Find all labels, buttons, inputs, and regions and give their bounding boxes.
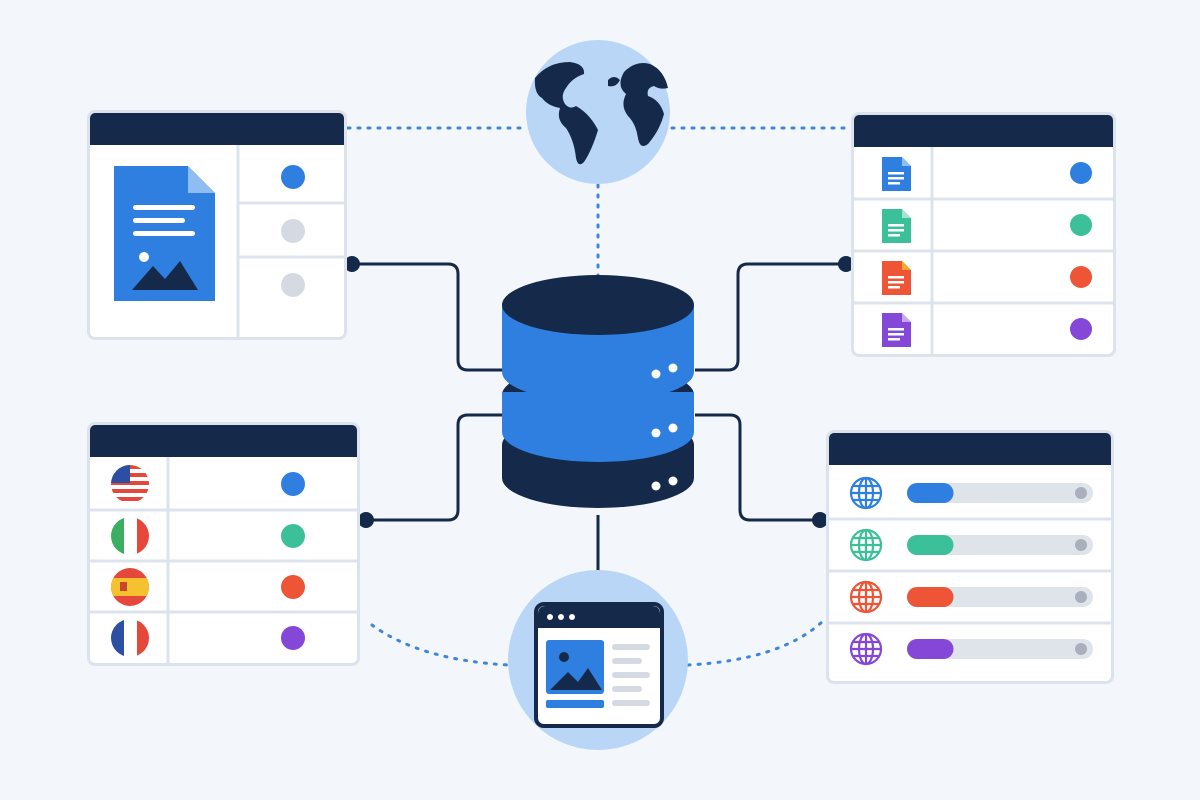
status-dot xyxy=(1070,266,1092,288)
status-dot xyxy=(1070,214,1092,236)
connector-dot xyxy=(358,512,374,528)
document-panel xyxy=(87,110,347,340)
progress-track xyxy=(907,587,1093,607)
progress-fill xyxy=(907,639,954,659)
file-icon xyxy=(882,209,911,243)
region-row xyxy=(849,632,1093,666)
solid-link-top-right xyxy=(695,262,846,372)
regions-panel xyxy=(826,430,1114,684)
dotted-link-bottom-right xyxy=(686,620,824,667)
flag-us-icon xyxy=(111,465,149,503)
globe-icon xyxy=(849,528,883,562)
progress-fill xyxy=(907,587,954,607)
dotted-link-bottom-left xyxy=(370,623,510,667)
connector-dot xyxy=(344,256,360,272)
panel-header xyxy=(90,425,357,457)
progress-end-dot xyxy=(1075,643,1087,655)
status-dot xyxy=(281,524,305,548)
region-row xyxy=(849,476,1093,510)
document-image-icon xyxy=(114,166,215,301)
panel-header xyxy=(854,115,1113,147)
database-icon xyxy=(502,275,694,508)
status-dot xyxy=(281,575,305,599)
panel-header xyxy=(90,113,344,145)
progress-track xyxy=(907,483,1093,503)
status-dot xyxy=(281,273,305,297)
languages-panel-body xyxy=(90,457,357,663)
progress-fill xyxy=(907,535,954,555)
progress-end-dot xyxy=(1075,539,1087,551)
region-row xyxy=(849,580,1093,614)
globe-icon xyxy=(849,580,883,614)
progress-track xyxy=(907,639,1093,659)
progress-end-dot xyxy=(1075,591,1087,603)
flag-italy-icon xyxy=(111,517,149,555)
globe-node xyxy=(526,40,670,184)
status-dot xyxy=(281,626,305,650)
status-dot xyxy=(1070,162,1092,184)
globe-icon xyxy=(849,476,883,510)
webpage-image-icon xyxy=(534,602,664,728)
file-icon xyxy=(882,157,911,191)
status-dot xyxy=(281,219,305,243)
flag-france-icon xyxy=(111,619,149,657)
document-panel-body xyxy=(114,145,344,337)
status-dot xyxy=(281,472,305,496)
files-panel xyxy=(851,112,1116,357)
panel-header xyxy=(829,433,1111,465)
progress-track xyxy=(907,535,1093,555)
status-dot xyxy=(1070,318,1092,340)
globe-icon xyxy=(849,632,883,666)
languages-panel xyxy=(87,422,360,666)
progress-end-dot xyxy=(1075,487,1087,499)
flag-spain-icon xyxy=(111,568,149,606)
connector-dot xyxy=(812,512,828,528)
file-icon xyxy=(882,261,911,295)
globe-icon xyxy=(534,62,668,165)
webpage-node xyxy=(508,570,688,750)
status-dot xyxy=(281,165,305,189)
solid-link-bottom-left xyxy=(366,413,502,522)
files-panel-body xyxy=(854,147,1113,354)
solid-link-top-left xyxy=(352,262,502,372)
progress-fill xyxy=(907,483,954,503)
region-row xyxy=(849,528,1093,562)
file-icon xyxy=(882,313,911,347)
solid-link-bottom-right xyxy=(695,413,820,522)
connector-dot xyxy=(838,256,854,272)
regions-panel-body xyxy=(829,476,1111,666)
